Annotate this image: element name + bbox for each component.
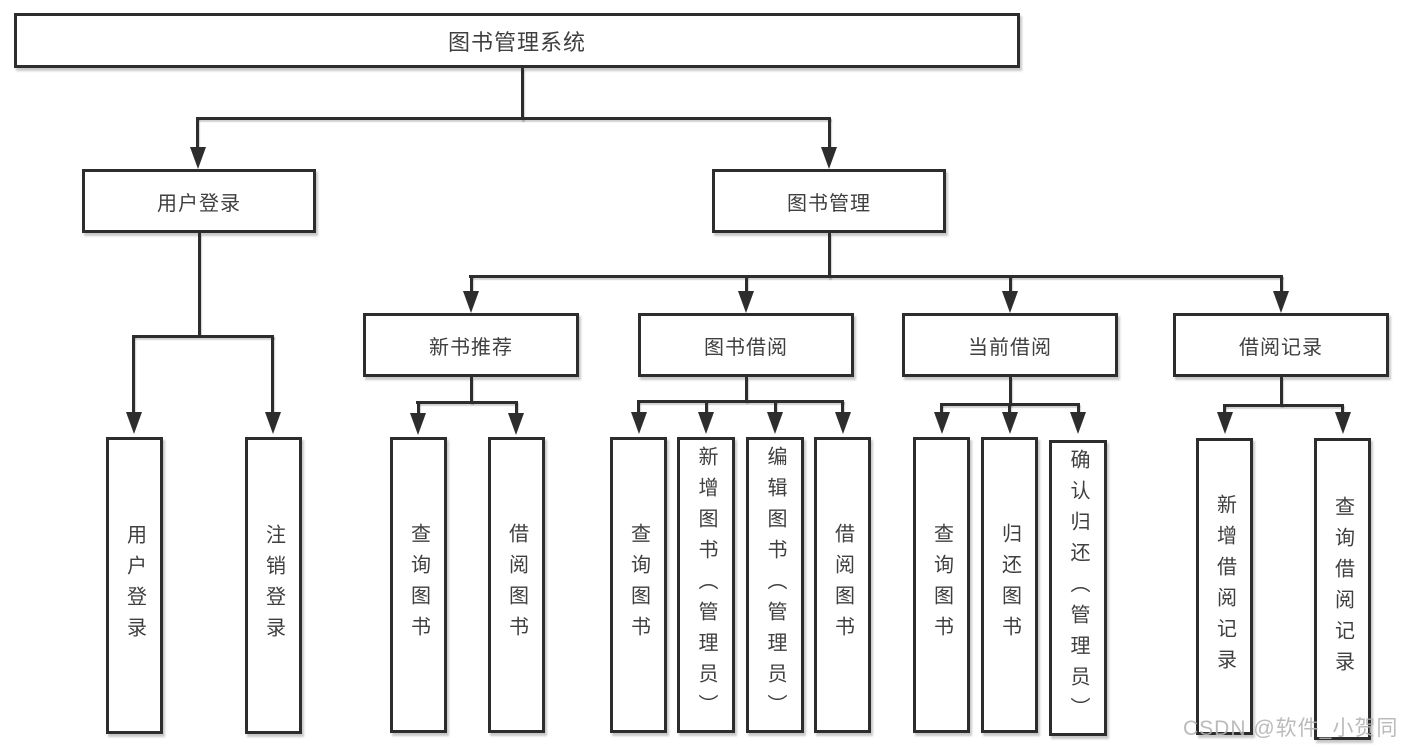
arrowhead-down <box>1273 291 1289 313</box>
leaf-borrow-books: 借阅图书 <box>814 437 871 733</box>
connector-line <box>417 401 420 413</box>
leaf-return-books: 归还图书 <box>981 437 1038 733</box>
leaf-borrow-books: 借阅图书 <box>488 437 545 733</box>
leaf-edit-book-admin: 编辑图书（管理员） <box>746 437 804 733</box>
arrowhead-down <box>126 412 142 434</box>
connector-line <box>1341 404 1344 413</box>
connector-line <box>1008 403 1011 413</box>
node-book-management: 图书管理 <box>712 169 946 233</box>
connector-line <box>828 233 831 278</box>
node-borrow-records: 借阅记录 <box>1173 313 1389 377</box>
leaf-logout: 注销登录 <box>245 437 302 734</box>
connector-line <box>745 275 748 291</box>
arrowhead-down <box>767 412 783 434</box>
connector-line <box>196 117 831 120</box>
node-root: 图书管理系统 <box>14 13 1020 68</box>
leaf-add-borrow-record: 新增借阅记录 <box>1196 438 1253 735</box>
arrowhead-down <box>1070 412 1086 434</box>
arrowhead-down <box>738 291 754 313</box>
connector-line <box>1280 377 1283 406</box>
node-current-borrow: 当前借阅 <box>902 313 1118 377</box>
arrowhead-down <box>190 147 206 169</box>
connector-line <box>416 401 517 404</box>
arrowhead-down <box>265 412 281 434</box>
connector-line <box>132 335 274 338</box>
connector-line <box>841 400 844 412</box>
connector-line <box>637 400 640 412</box>
connector-line <box>1077 403 1080 413</box>
leaf-user-login: 用户登录 <box>106 437 163 734</box>
leaf-confirm-return-admin: 确认归还（管理员） <box>1049 440 1107 736</box>
connector-line <box>515 401 518 413</box>
connector-line <box>271 335 274 412</box>
leaf-search-books: 查询图书 <box>610 437 667 733</box>
arrowhead-down <box>934 412 950 434</box>
arrowhead-down <box>821 147 837 169</box>
connector-line <box>705 400 708 412</box>
connector-line <box>469 275 1283 278</box>
arrowhead-down <box>835 412 851 434</box>
node-user-login: 用户登录 <box>82 169 316 233</box>
arrowhead-down <box>631 412 647 434</box>
node-new-book-recommend: 新书推荐 <box>363 313 579 377</box>
arrowhead-down <box>1002 291 1018 313</box>
arrowhead-down <box>1335 412 1351 434</box>
connector-line <box>198 233 201 335</box>
leaf-search-books: 查询图书 <box>913 437 970 733</box>
connector-line <box>637 400 844 403</box>
csdn-watermark: CSDN @软件_小贺同学 <box>1183 717 1399 740</box>
arrowhead-down <box>463 291 479 313</box>
node-book-borrow: 图书借阅 <box>638 313 854 377</box>
arrowhead-down <box>508 413 524 435</box>
connector-line <box>521 68 524 120</box>
arrowhead-down <box>698 412 714 434</box>
connector-line <box>470 275 473 291</box>
connector-line <box>132 335 135 412</box>
connector-line <box>1009 377 1012 405</box>
leaf-add-book-admin: 新增图书（管理员） <box>677 437 735 733</box>
connector-line <box>1009 275 1012 291</box>
connector-line <box>774 400 777 412</box>
arrowhead-down <box>410 413 426 435</box>
connector-line <box>1223 404 1226 413</box>
connector-line <box>470 377 473 403</box>
connector-line <box>940 403 943 413</box>
leaf-search-books: 查询图书 <box>390 437 447 733</box>
arrowhead-down <box>1217 412 1233 434</box>
connector-line <box>828 117 831 150</box>
leaf-search-borrow-record: 查询借阅记录 <box>1314 438 1371 740</box>
connector-line <box>196 117 199 150</box>
arrowhead-down <box>1002 412 1018 434</box>
connector-line <box>745 377 748 402</box>
connector-line <box>1280 275 1283 291</box>
connector-line <box>1223 404 1343 407</box>
